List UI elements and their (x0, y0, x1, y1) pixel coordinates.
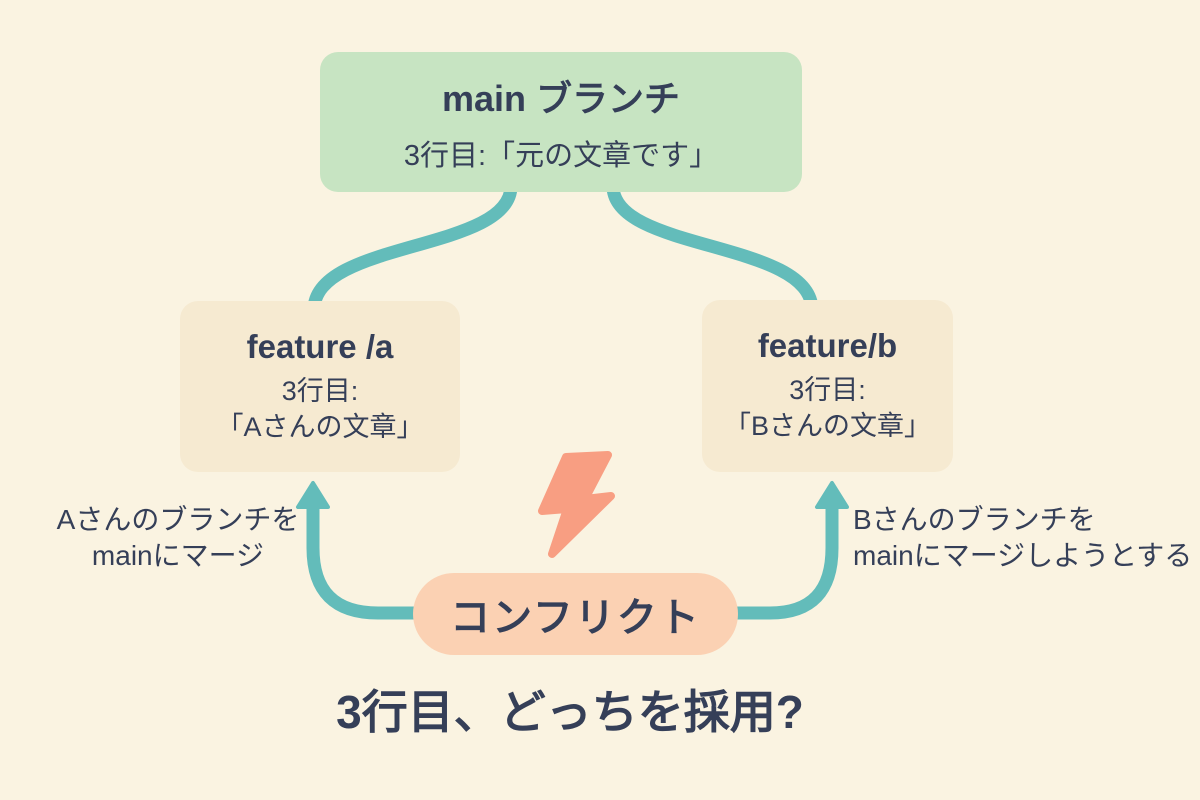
merge-b-label-line1: Bさんのブランチを (853, 504, 1096, 535)
feature-a-title: feature /a (246, 327, 394, 365)
merge-arrowhead-right (815, 481, 849, 509)
merge-b-label: Bさんのブランチを mainにマージしようとする (853, 502, 1200, 574)
merge-arrowhead-left (296, 481, 330, 509)
merge-a-label-line1: Aさんのブランチを (56, 504, 300, 535)
feature-b-line2: 「Bさんの文章」 (723, 411, 931, 441)
feature-b-box: feature/b 3行目: 「Bさんの文章」 (702, 300, 953, 472)
question-text: 3行目、どっちを採用? (336, 686, 804, 738)
merge-a-label-line2: mainにマージ (91, 540, 265, 572)
merge-curve-left (306, 498, 437, 620)
merge-b-label-line2: mainにマージしようとする (853, 540, 1193, 572)
lightning-bolt-icon (538, 451, 615, 558)
merge-a-label: Aさんのブランチを mainにマージ (36, 502, 320, 574)
feature-a-line1: 3行目: (281, 375, 359, 406)
branch-curve-right (606, 179, 819, 317)
main-branch-title: main ブランチ (441, 78, 681, 119)
feature-b-title: feature/b (757, 327, 898, 365)
conflict-badge: コンフリクト (413, 573, 738, 655)
branch-curve-left (307, 179, 518, 317)
main-branch-box: main ブランチ 3行目:「元の文章です」 (320, 52, 802, 192)
feature-b-line1: 3行目: (789, 375, 866, 406)
merge-curve-right (714, 498, 839, 620)
feature-a-line2: 「Aさんの文章」 (216, 411, 424, 442)
feature-a-box: feature /a 3行目: 「Aさんの文章」 (180, 301, 460, 472)
main-branch-line: 3行目:「元の文章です」 (403, 140, 719, 172)
conflict-badge-label: コンフリクト (450, 596, 701, 640)
